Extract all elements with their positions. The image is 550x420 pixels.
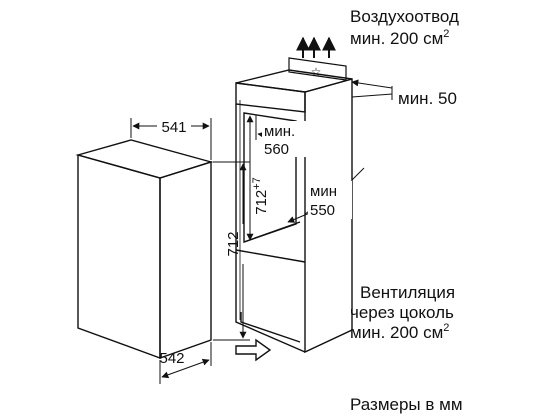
star-icon: ☆ [311,65,322,79]
ventilation-subtitle: через цоколь [350,303,454,322]
gap-label: мин. 50 [398,89,457,108]
niche-width-label: 560 [264,141,289,158]
ventilation-area: мин. 200 см2 [350,322,449,342]
niche-width-prefix: мин. [264,123,295,140]
units-note: Размеры в мм [350,395,463,414]
appliance-box [75,139,214,360]
niche-depth-label: 550 [310,202,335,219]
appliance-height-label: 712 [225,231,242,256]
air-outlet-title: Воздухоотвод [350,7,459,26]
gap-dimension [351,79,393,100]
air-inlet-arrow [235,338,272,362]
appliance-width-label: 541 [161,119,186,136]
cabinet-plinth [240,312,301,343]
air-outlet-grille [288,57,347,81]
niche-depth-prefix: мин [310,183,337,200]
cabinet-top-front [235,82,306,113]
appliance-depth-dimension [159,342,212,384]
air-outlet-area: мин. 200 см2 [350,28,449,48]
niche-height-label: 712+7 [251,177,270,215]
air-outlet-arrows [296,36,336,58]
appliance-depth-label: 542 [159,350,184,367]
appliance-front-face [77,154,161,360]
cabinet-right-side [304,78,353,354]
appliance-side-face [159,161,212,359]
ventilation-title: Вентиляция [360,283,455,302]
appliance-top-face [75,139,214,179]
arrow-right-icon [235,338,272,362]
